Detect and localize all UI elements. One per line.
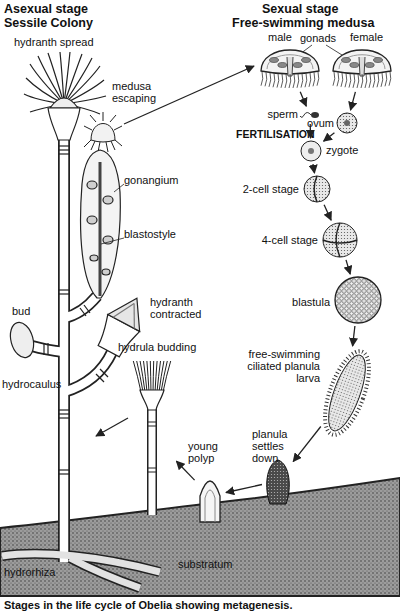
- part-label: hydranth contracted: [150, 296, 212, 320]
- stage-label: 4-cell stage: [254, 234, 318, 246]
- colony-tube-lumen: [32, 138, 112, 562]
- figure-caption: Stages in the life cycle of Obelia showi…: [4, 599, 396, 611]
- life-stage: hydrula budding: [130, 358, 175, 515]
- part-label: medusa escaping: [112, 80, 170, 104]
- part-label: hydranth spread: [14, 36, 124, 48]
- stage-label: zygote: [326, 144, 370, 156]
- leader-lines: [101, 45, 350, 244]
- life-stage: free-swimming ciliated planula larva: [322, 348, 372, 438]
- life-stage: 2-cell stage: [303, 175, 331, 203]
- part-label: blastostyle: [124, 228, 194, 240]
- stage-drawing: [303, 175, 331, 203]
- life-stage: male: [258, 45, 322, 90]
- cycle-arrow: [351, 92, 356, 110]
- stage-drawing: [336, 112, 358, 134]
- stage-label: young polyp: [188, 440, 234, 464]
- stage-label: ovum: [304, 117, 334, 129]
- cycle-arrow: [226, 485, 262, 493]
- life-stage: young polyp: [196, 470, 224, 522]
- heading-label: Free-swimming medusa: [232, 16, 398, 30]
- cycle-arrow: [324, 205, 331, 220]
- hydranth-spread: [24, 52, 106, 140]
- escaping-medusa: [84, 112, 122, 152]
- stage-label: male: [268, 31, 308, 43]
- cycle-arrow: [353, 326, 355, 346]
- stage-label: female: [350, 31, 394, 43]
- stage-label: blastula: [280, 296, 330, 308]
- part-label: bud: [12, 305, 42, 317]
- stage-drawing: [330, 45, 394, 90]
- part-label: gonangium: [124, 174, 194, 186]
- part-label: gonads: [300, 32, 344, 44]
- stage-label: planula settles down: [252, 428, 312, 464]
- heading-label: FERTILISATION: [236, 128, 316, 140]
- hydrorhiza-lumen: [2, 554, 160, 588]
- part-label: hydrorhiza: [4, 566, 84, 578]
- stage-drawing: [334, 276, 382, 324]
- cycle-arrow: [176, 461, 194, 480]
- stage-label: 2-cell stage: [235, 183, 299, 195]
- life-stage: ovum: [336, 112, 358, 134]
- stage-drawing: [300, 140, 322, 162]
- gonangium-drawing: [81, 150, 121, 298]
- cycle-arrow: [346, 260, 350, 274]
- cycle-arrow: [310, 124, 312, 138]
- life-stage: planula settles down: [264, 458, 292, 504]
- bud-drawing: [7, 320, 38, 360]
- heading-label: Asexual stage: [4, 2, 154, 16]
- cycle-arrow: [293, 427, 321, 462]
- cycle-arrow: [324, 133, 335, 141]
- part-label: substratum: [178, 558, 258, 570]
- life-stage: female: [330, 45, 394, 90]
- heading-label: Sexual stage: [262, 2, 398, 16]
- stage-drawing: [264, 458, 292, 504]
- stage-drawing: [196, 470, 224, 522]
- stage-label: sperm: [264, 108, 298, 120]
- colony-tubes: [32, 138, 112, 562]
- stage-label: hydrula budding: [118, 341, 218, 353]
- stage-drawing: [322, 348, 372, 438]
- stage-drawing: [130, 358, 175, 515]
- life-stage: blastula: [334, 276, 382, 324]
- hydrorhiza-tubes: [2, 554, 160, 588]
- stage-drawing: [322, 222, 358, 258]
- budding-arrow: [96, 418, 128, 436]
- life-stage: zygote: [300, 140, 322, 162]
- life-stage: 4-cell stage: [322, 222, 358, 258]
- stage-label: free-swimming ciliated planula larva: [238, 348, 320, 384]
- heading-label: Sessile Colony: [4, 16, 154, 30]
- part-label: hydrocaulus: [2, 378, 60, 390]
- cycle-arrow: [300, 92, 306, 106]
- stage-drawing: [258, 45, 322, 90]
- cycle-arrow: [313, 164, 315, 173]
